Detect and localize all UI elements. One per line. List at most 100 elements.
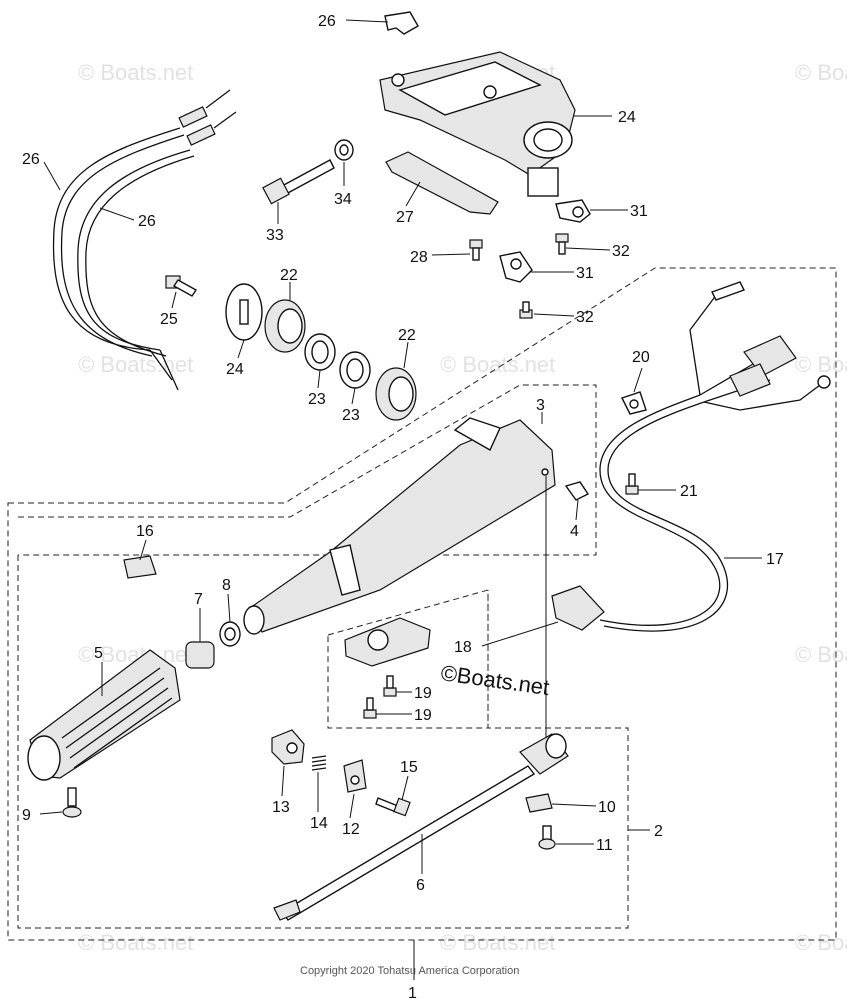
watermark-text: © Boats.net	[795, 352, 847, 377]
callout-13: 13	[272, 799, 290, 816]
callout-2: 2	[654, 823, 663, 840]
leader-23b	[351, 387, 356, 405]
callout-19: 19	[414, 707, 432, 724]
leader-20	[633, 367, 643, 393]
disc-slot	[239, 299, 249, 325]
clip-shape	[384, 11, 419, 35]
boundary-assembly-3	[18, 384, 597, 556]
handle-hole	[541, 468, 549, 476]
knob-hole	[286, 742, 298, 754]
screw-head	[538, 838, 556, 850]
clamp-hole	[629, 399, 639, 409]
screw-part-19	[383, 675, 397, 697]
callout-22: 22	[280, 267, 298, 284]
screw-shank	[472, 247, 480, 261]
bolt-part-25	[165, 275, 198, 297]
decal-part-16	[123, 555, 157, 579]
leader-12	[349, 793, 355, 819]
ring-part-23	[304, 333, 336, 371]
bracket-top-opening	[398, 61, 542, 116]
callout-7: 7	[194, 591, 203, 608]
sleeve-part-7	[185, 641, 215, 669]
watermark-text: © Boats.net	[78, 930, 193, 955]
callout-21: 21	[680, 483, 698, 500]
callout-5: 5	[94, 645, 103, 662]
screw-head	[555, 233, 569, 243]
washer-inner	[339, 144, 349, 156]
harness-cable	[603, 401, 729, 632]
leader-13	[281, 765, 285, 797]
screw-head	[469, 239, 483, 249]
screw-shank	[542, 825, 552, 841]
callout-24: 24	[226, 361, 244, 378]
callout-22: 22	[398, 327, 416, 344]
bolt-shape	[564, 481, 590, 501]
handle-body	[249, 419, 556, 633]
screw-shank	[628, 473, 636, 487]
ring-part-23	[339, 351, 371, 389]
callout-6: 6	[416, 877, 425, 894]
watermark-text: © Boats.net	[795, 642, 847, 667]
callout-19: 19	[414, 685, 432, 702]
screw-shank	[67, 787, 77, 807]
bolt-part-15	[375, 797, 411, 817]
leader-16	[139, 539, 147, 561]
leader-32b	[533, 313, 575, 317]
pin-shape	[525, 793, 553, 813]
decal-shape	[123, 555, 157, 579]
callout-15: 15	[400, 759, 418, 776]
bushing-part-22	[375, 367, 417, 421]
block-hole	[350, 775, 360, 785]
stop-switch-part-18	[344, 617, 431, 667]
leader-24	[237, 339, 245, 359]
cable-end-fitting	[178, 106, 208, 128]
callout-10: 10	[598, 799, 616, 816]
screw-head	[383, 687, 397, 697]
callout-23: 23	[342, 407, 360, 424]
watermark-text: © Boats.net	[795, 930, 847, 955]
plate-part-28	[385, 151, 499, 215]
handle-end	[243, 605, 265, 635]
leader-29	[431, 253, 471, 256]
callout-labels: 26 24 26 26 34 33 27 28 31 32 31 32 25 2…	[22, 13, 784, 1002]
callout-18: 18	[454, 639, 472, 656]
cable-end-bottom	[149, 349, 179, 391]
bracket-hole	[391, 73, 405, 87]
cable-end-fitting	[186, 124, 216, 146]
watermark-text: © Boats.net	[440, 930, 555, 955]
boundary-switch	[327, 589, 489, 729]
callout-29: 28	[410, 249, 428, 266]
callout-28: 27	[396, 209, 414, 226]
handle-collar	[329, 544, 361, 596]
leader-lines	[39, 19, 762, 980]
assembly-boundaries	[7, 267, 837, 941]
callout-33: 33	[266, 227, 284, 244]
callout-25: 25	[160, 311, 178, 328]
leader-9	[39, 811, 63, 815]
watermark-text: © Boats.net	[440, 352, 555, 377]
callout-4: 4	[570, 523, 579, 540]
clamp-hole	[510, 258, 522, 270]
disc-part-24	[225, 283, 263, 341]
leader-22b	[403, 341, 409, 369]
cable-inner	[60, 134, 185, 357]
callout-31: 31	[630, 203, 648, 220]
leader-10	[551, 803, 597, 807]
cable-inner	[85, 155, 195, 357]
callout-26: 26	[138, 213, 156, 230]
callout-9: 9	[22, 807, 31, 824]
grip-part-5	[27, 649, 181, 781]
screw-shank	[386, 675, 394, 689]
clamp-hole	[572, 206, 584, 218]
handle-pivot	[453, 417, 501, 451]
callout-8: 8	[222, 577, 231, 594]
grip-ridge	[61, 667, 173, 769]
callout-27: 24	[618, 109, 636, 126]
pin-part-10	[525, 793, 553, 813]
shaft-gear-face	[545, 733, 567, 759]
harness-cable	[599, 394, 721, 626]
watermark-text: © Boats.net	[78, 352, 193, 377]
bolt-part-33	[262, 159, 335, 205]
screw-shank	[522, 301, 530, 313]
